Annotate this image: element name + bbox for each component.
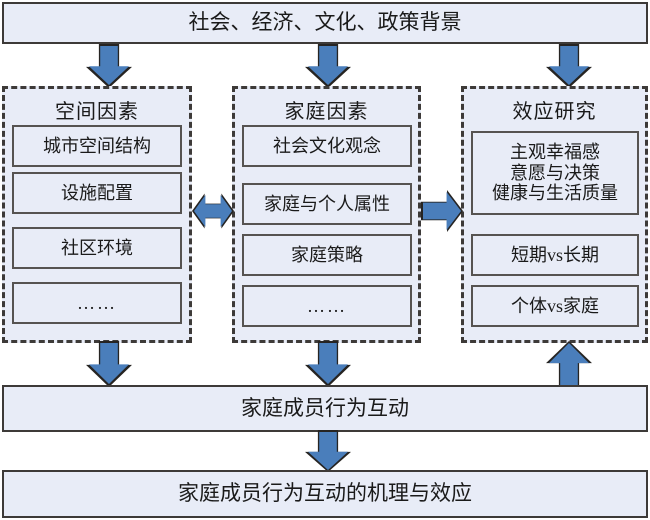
- effect-outcome-line-wellbeing: 主观幸福感: [510, 141, 600, 162]
- effect-item-outcome-dimensions: 主观幸福感 意愿与决策 健康与生活质量: [471, 131, 639, 215]
- space-item-community-environment: 社区环境: [12, 227, 182, 269]
- arrow-space-to-interaction-icon: [89, 343, 129, 384]
- arrow-family-to-interaction-icon: [308, 343, 348, 384]
- effect-item-individual-vs-family: 个体vs家庭: [471, 285, 639, 327]
- arrow-interaction-to-effect-icon: [549, 343, 589, 385]
- effect-item-short-vs-long-term: 短期vs长期: [471, 234, 639, 276]
- panel-effect-research-title: 效应研究: [512, 101, 597, 123]
- arrow-context-to-family-icon: [308, 46, 348, 85]
- panel-space-factors-title: 空间因素: [55, 101, 139, 123]
- band-family-member-interaction: 家庭成员行为互动: [2, 385, 648, 432]
- arrow-space-family-bidirectional-icon: [194, 195, 232, 227]
- context-banner: 社会、经济、文化、政策背景: [2, 2, 648, 44]
- family-item-family-strategy: 家庭策略: [242, 234, 412, 276]
- arrow-context-to-effect-icon: [549, 46, 589, 85]
- panel-family-factors-title: 家庭因素: [284, 101, 369, 123]
- space-item-ellipsis: ……: [12, 282, 182, 324]
- space-item-urban-structure: 城市空间结构: [12, 125, 182, 167]
- effect-outcome-line-health-quality: 健康与生活质量: [492, 183, 618, 204]
- family-item-household-personal-attributes: 家庭与个人属性: [242, 183, 412, 225]
- band-mechanism-and-effects: 家庭成员行为互动的机理与效应: [2, 470, 648, 518]
- family-item-sociocultural-values: 社会文化观念: [242, 125, 412, 167]
- effect-outcome-line-intention-decision: 意愿与决策: [510, 162, 600, 183]
- arrow-family-to-effect-icon: [423, 192, 461, 230]
- arrow-context-to-space-icon: [89, 46, 129, 85]
- family-item-ellipsis: ……: [242, 285, 412, 327]
- space-item-facility-allocation: 设施配置: [12, 172, 182, 214]
- arrow-interaction-to-outcome-icon: [308, 432, 348, 470]
